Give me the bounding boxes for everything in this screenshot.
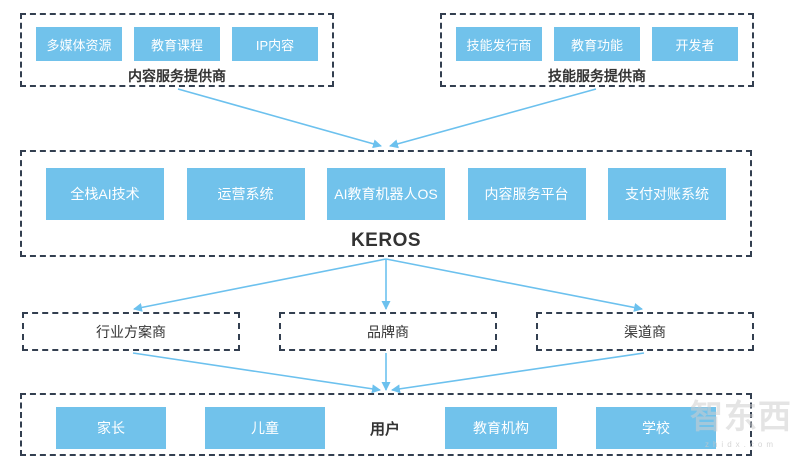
- arrow-industry-to-users: [132, 352, 381, 394]
- node-ai-education-robot-os: AI教育机器人OS: [327, 168, 445, 220]
- node-payment-reconciliation: 支付对账系统: [608, 168, 726, 220]
- skill-provider-row: 技能发行商 教育功能 开发者: [442, 15, 752, 61]
- partner-channel: 渠道商: [536, 312, 754, 351]
- group-users: 家长 儿童 用户 教育机构 学校: [20, 393, 752, 456]
- node-education-institutions: 教育机构: [444, 407, 557, 449]
- node-fullstack-ai: 全栈AI技术: [46, 168, 164, 220]
- skill-provider-label: 技能服务提供商: [548, 68, 646, 84]
- node-education-courses: 教育课程: [134, 27, 220, 61]
- content-provider-label: 内容服务提供商: [128, 68, 226, 84]
- node-ip-content: IP内容: [232, 27, 318, 61]
- group-skill-provider: 技能发行商 教育功能 开发者 技能服务提供商: [440, 13, 754, 87]
- node-parents: 家长: [56, 407, 166, 449]
- arrow-keros-to-industry: [133, 258, 387, 312]
- node-content-service-platform: 内容服务平台: [467, 168, 586, 220]
- keros-title: KEROS: [350, 230, 422, 251]
- node-operation-system: 运营系统: [186, 168, 305, 220]
- users-title: 用户: [369, 420, 400, 438]
- arrow-keros-to-channel: [385, 258, 643, 312]
- arrow-skill-to-keros: [389, 88, 597, 149]
- arrow-channel-to-users: [391, 352, 645, 394]
- group-keros-platform: 全栈AI技术 运营系统 AI教育机器人OS 内容服务平台 支付对账系统 KERO…: [20, 150, 752, 257]
- partner-brand: 品牌商: [279, 312, 497, 351]
- keros-modules-row: 全栈AI技术 运营系统 AI教育机器人OS 内容服务平台 支付对账系统: [22, 152, 750, 220]
- node-education-function: 教育功能: [554, 27, 640, 61]
- node-developer: 开发者: [652, 27, 738, 61]
- partner-industry-solution: 行业方案商: [22, 312, 240, 351]
- group-content-provider: 多媒体资源 教育课程 IP内容 内容服务提供商: [20, 13, 334, 87]
- node-children: 儿童: [204, 407, 325, 449]
- arrow-content-to-keros: [177, 88, 382, 149]
- node-schools: 学校: [595, 407, 716, 449]
- content-provider-row: 多媒体资源 教育课程 IP内容: [22, 15, 332, 61]
- node-skill-publisher: 技能发行商: [456, 27, 542, 61]
- users-row: 家长 儿童 用户 教育机构 学校: [22, 395, 750, 449]
- node-multimedia-resources: 多媒体资源: [36, 27, 122, 61]
